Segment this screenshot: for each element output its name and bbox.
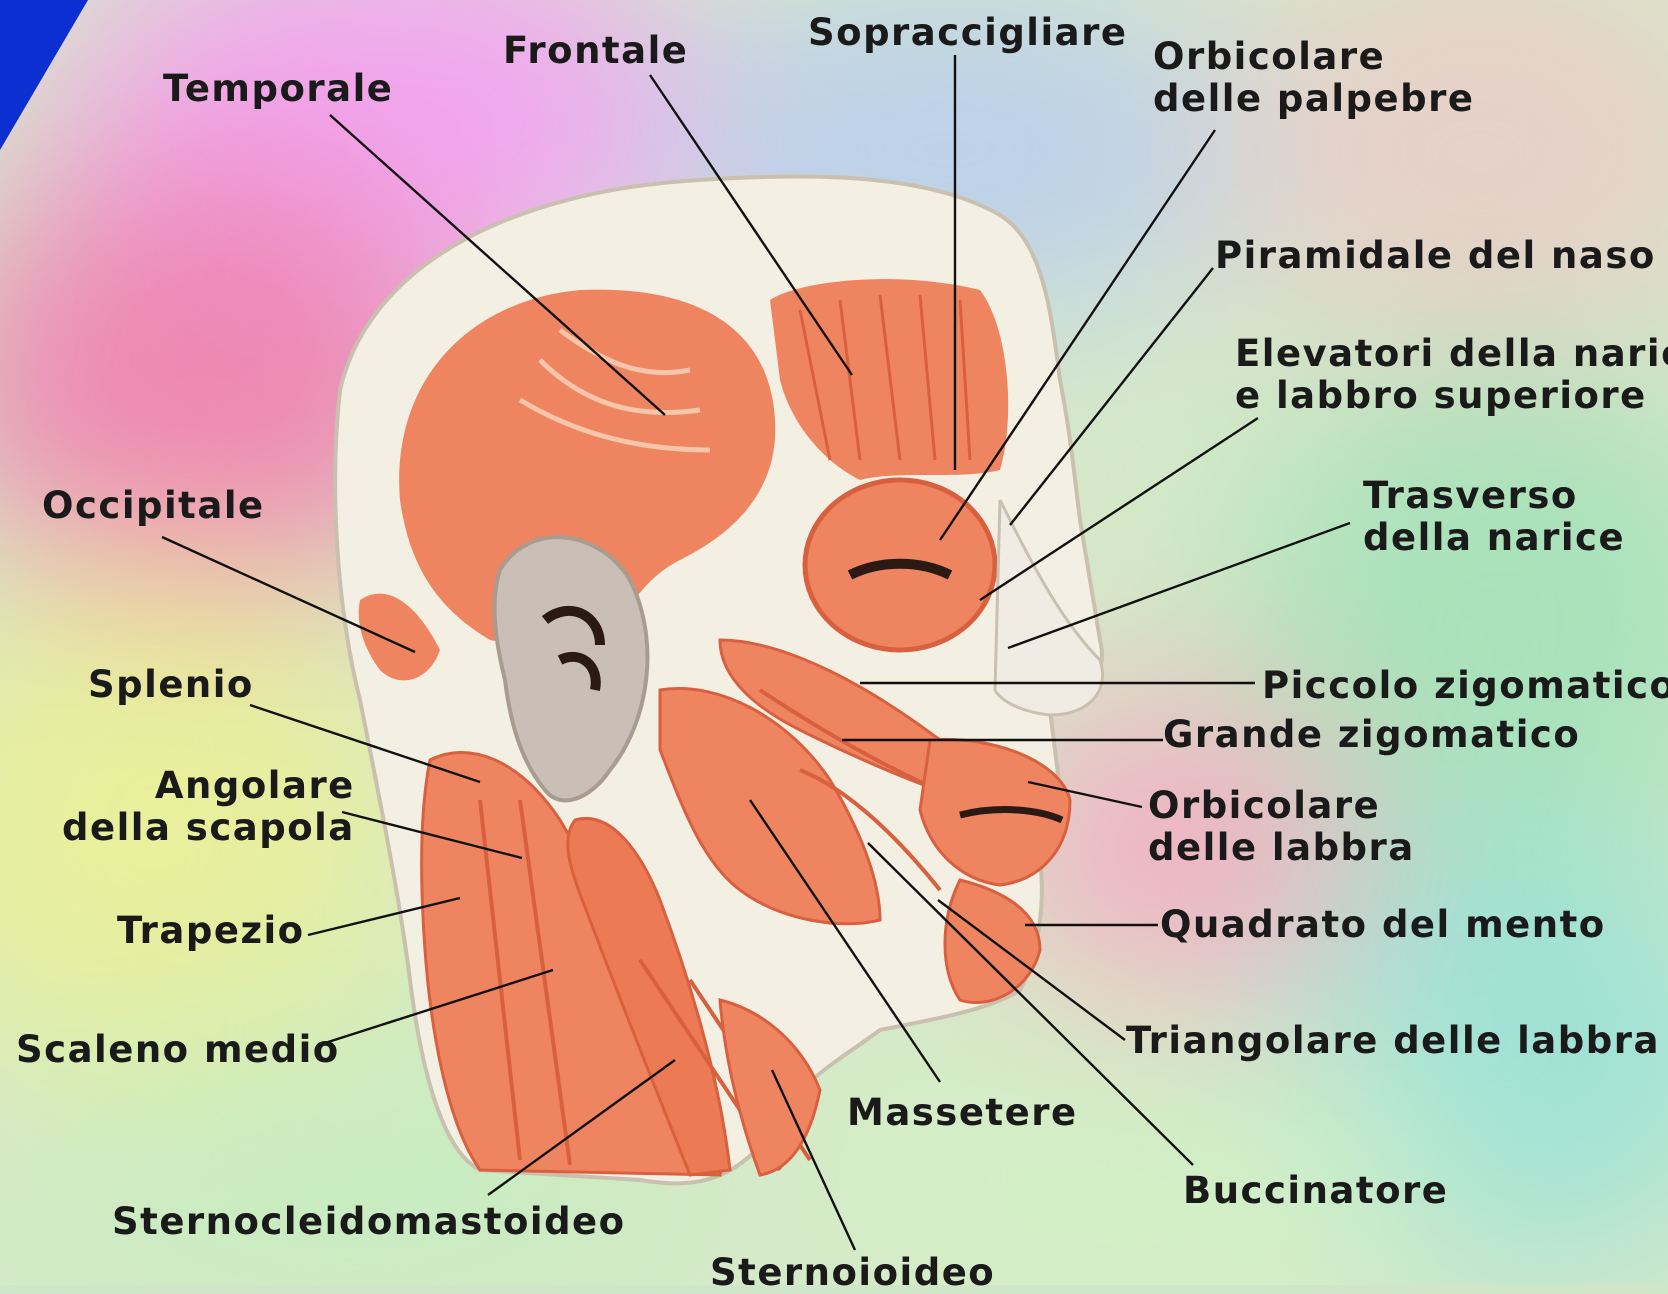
label-trapezio: Trapezio	[117, 910, 305, 952]
label-angolare-line1: Angolare	[62, 765, 355, 807]
label-buccinatore: Buccinatore	[1183, 1170, 1448, 1212]
leader-massetere	[750, 800, 940, 1082]
label-occipitale: Occipitale	[42, 485, 265, 527]
leader-sternocleidomastoideo	[488, 1060, 675, 1195]
label-quadrato-mento: Quadrato del mento	[1160, 904, 1606, 946]
label-massetere: Massetere	[847, 1092, 1078, 1134]
label-orbicolare-labbra-line2: delle labbra	[1148, 827, 1415, 869]
leader-scaleno	[325, 970, 553, 1043]
leader-frontale	[650, 75, 852, 375]
leader-trapezio	[308, 898, 460, 935]
label-piramidale-naso: Piramidale del naso	[1215, 235, 1656, 277]
label-orbicolare-labbra: Orbicolare delle labbra	[1148, 785, 1415, 869]
label-orbicolare-palpebre: Orbicolare delle palpebre	[1153, 36, 1474, 120]
label-triangolare-labbra: Triangolare delle labbra	[1126, 1020, 1660, 1062]
label-splenio: Splenio	[88, 664, 254, 706]
leader-orbicolare-palpebre	[940, 130, 1215, 540]
label-grande-zigomatico: Grande zigomatico	[1163, 714, 1580, 756]
label-frontale: Frontale	[503, 30, 688, 72]
label-orbicolare-labbra-line1: Orbicolare	[1148, 785, 1415, 827]
label-elevatori-line1: Elevatori della narice	[1235, 333, 1668, 375]
label-temporale: Temporale	[163, 68, 393, 110]
label-orbicolare-palpebre-line1: Orbicolare	[1153, 36, 1474, 78]
leader-angolare	[342, 812, 522, 858]
label-elevatori-line2: e labbro superiore	[1235, 375, 1668, 417]
label-sternocleidomastoideo: Sternocleidomastoideo	[112, 1201, 626, 1243]
leader-sternoioideo	[772, 1070, 855, 1250]
leader-piramidale	[1010, 268, 1213, 525]
leader-orbicolare-labbra	[1028, 782, 1142, 807]
label-piccolo-zigomatico: Piccolo zigomatico	[1262, 665, 1668, 707]
label-scaleno-medio: Scaleno medio	[16, 1029, 340, 1071]
label-trasverso-line2: della narice	[1363, 517, 1625, 559]
leader-temporale	[330, 115, 665, 415]
label-sopraccigliare: Sopraccigliare	[808, 12, 1127, 54]
leader-triangolare	[938, 900, 1125, 1040]
label-trasverso-line1: Trasverso	[1363, 475, 1625, 517]
leader-trasverso	[1008, 523, 1350, 648]
label-trasverso: Trasverso della narice	[1363, 475, 1625, 559]
label-sternoioideo: Sternoioideo	[710, 1252, 995, 1294]
label-orbicolare-palpebre-line2: delle palpebre	[1153, 78, 1474, 120]
leader-occipitale	[162, 537, 415, 652]
label-elevatori: Elevatori della narice e labbro superior…	[1235, 333, 1668, 417]
label-angolare-line2: della scapola	[62, 807, 355, 849]
label-angolare: Angolare della scapola	[62, 765, 355, 849]
